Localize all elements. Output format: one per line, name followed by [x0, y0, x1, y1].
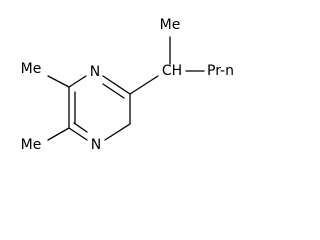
bond-c3-methyl-lower [47, 127, 70, 141]
bond-c6-ch [129, 75, 159, 95]
chemical-structure: N N CH Me Me Me Pr-n [21, 17, 234, 153]
methyl-label-side: Me [160, 17, 181, 33]
methyl-label-lower: Me [21, 137, 42, 153]
ring-bond-n4-c3 [68, 127, 88, 141]
ring-bond-c2-n1 [68, 75, 87, 88]
ch-label: CH [162, 63, 182, 79]
bond-c2-methyl-upper [47, 75, 70, 88]
bonds [47, 36, 205, 141]
nitrogen-label-bottom: N [91, 137, 101, 153]
ring-bond-n1-c6 [102, 75, 131, 95]
ring-bond-n4-c3-inner [73, 122, 88, 133]
propyl-label: Pr-n [207, 63, 234, 79]
labels: N N CH Me Me Me Pr-n [21, 17, 234, 153]
ring-bond-c5-n4 [104, 123, 131, 141]
nitrogen-label-top: N [90, 64, 100, 80]
ring-bond-n1-c6-inner [102, 83, 125, 99]
methyl-label-upper: Me [21, 61, 42, 77]
